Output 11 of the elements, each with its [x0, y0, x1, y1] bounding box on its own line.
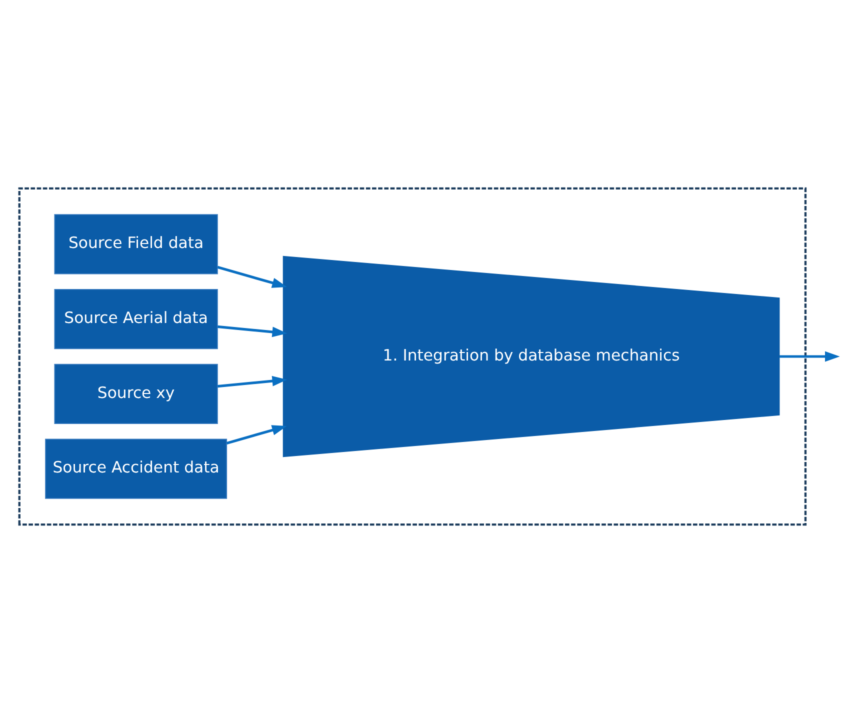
arrow	[780, 351, 840, 362]
node-box: Source Field data	[54, 214, 218, 274]
arrow	[217, 325, 288, 338]
node-box: Source Accident data	[45, 438, 228, 499]
arrow	[217, 376, 288, 388]
node-box: 1. Integration by database mechanics	[282, 256, 780, 458]
node-box: Source xy	[54, 364, 218, 424]
arrow	[217, 266, 287, 288]
arrow	[226, 425, 287, 444]
node-box: Source Aerial data	[54, 289, 218, 350]
cluster	[18, 187, 807, 526]
